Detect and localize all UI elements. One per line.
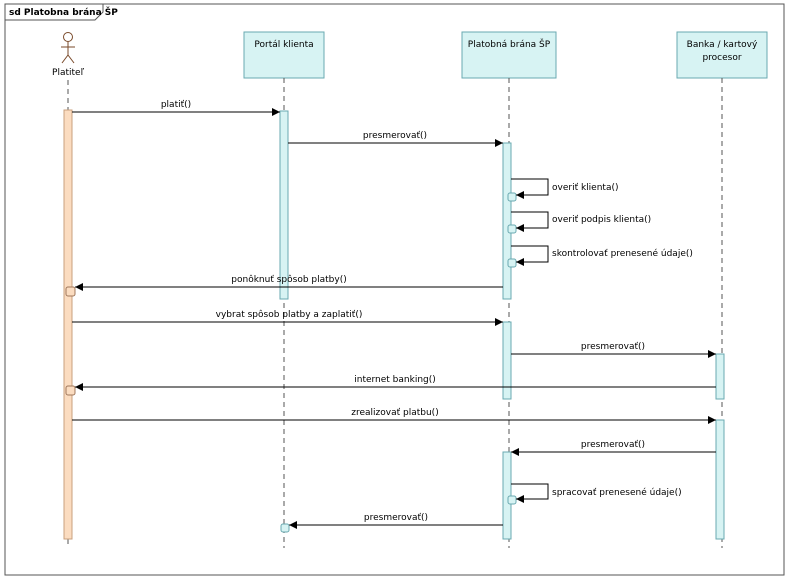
message-label: overiť klienta() bbox=[552, 183, 618, 193]
frame-tab bbox=[4, 3, 104, 21]
activation-self-4 bbox=[507, 495, 517, 505]
activation bbox=[279, 110, 289, 300]
lifeline-label: Portál klienta bbox=[254, 40, 313, 50]
activation bbox=[502, 142, 512, 300]
actor-stick-figure-icon bbox=[61, 32, 75, 64]
lifeline-label: Platobná brána ŠP bbox=[468, 38, 551, 50]
activation-self-3 bbox=[507, 258, 517, 268]
actor-activation-nested-2 bbox=[65, 385, 76, 396]
lifeline-banka: Banka / kartový procesor bbox=[676, 31, 768, 548]
activation bbox=[502, 451, 512, 540]
message-arrow-skontrolovat bbox=[511, 245, 549, 266]
message-label: zrealizovať platbu() bbox=[351, 408, 438, 418]
message-label: presmerovať() bbox=[364, 513, 428, 523]
lifeline-box bbox=[676, 31, 768, 79]
lifeline-box bbox=[461, 31, 557, 79]
lifeline-box bbox=[243, 31, 325, 79]
message-label: presmerovať() bbox=[581, 342, 645, 352]
message-label: vybrat spôsob platby a zaplatiť() bbox=[216, 309, 363, 320]
activation bbox=[715, 353, 725, 400]
message-label: skontrolovať prenesené údaje() bbox=[552, 248, 693, 259]
lifeline-label-line-1: Banka / kartový bbox=[687, 40, 758, 50]
message-arrow-overit-podpis bbox=[511, 211, 549, 232]
message-arrow-spracovat bbox=[511, 483, 549, 503]
frame: sd Platobna brána ŠP bbox=[4, 3, 785, 576]
activation-small bbox=[280, 523, 290, 533]
lifeline-brana: Platobná brána ŠP bbox=[461, 31, 557, 548]
message-arrow-overit-klienta bbox=[511, 178, 549, 199]
activation bbox=[502, 321, 512, 400]
activation-self-2 bbox=[507, 224, 517, 234]
message-label: ponôknuť spôsob platby() bbox=[231, 274, 346, 285]
activation bbox=[715, 419, 725, 540]
message-label: internet banking() bbox=[354, 375, 436, 385]
actor-activation-nested-1 bbox=[65, 286, 76, 297]
message-label: presmerovať() bbox=[363, 131, 427, 141]
message-labels: platiť() presmerovať() overiť klienta() … bbox=[161, 100, 693, 523]
message-label: platiť() bbox=[161, 100, 191, 110]
message-label: presmerovať() bbox=[581, 440, 645, 450]
lifeline-label-line-2: procesor bbox=[702, 53, 741, 63]
actor-name: Platiteľ bbox=[52, 68, 85, 78]
messages bbox=[72, 108, 716, 529]
frame-title: sd Platobna brána ŠP bbox=[9, 6, 118, 18]
actor-platitel: Platiteľ bbox=[52, 32, 85, 548]
lifeline-portal: Portál klienta bbox=[243, 31, 325, 548]
message-label: spracovať prenesené údaje() bbox=[552, 487, 682, 498]
actor-activation bbox=[63, 109, 73, 540]
message-label: overiť podpis klienta() bbox=[552, 215, 651, 225]
activation-self-1 bbox=[507, 192, 517, 202]
